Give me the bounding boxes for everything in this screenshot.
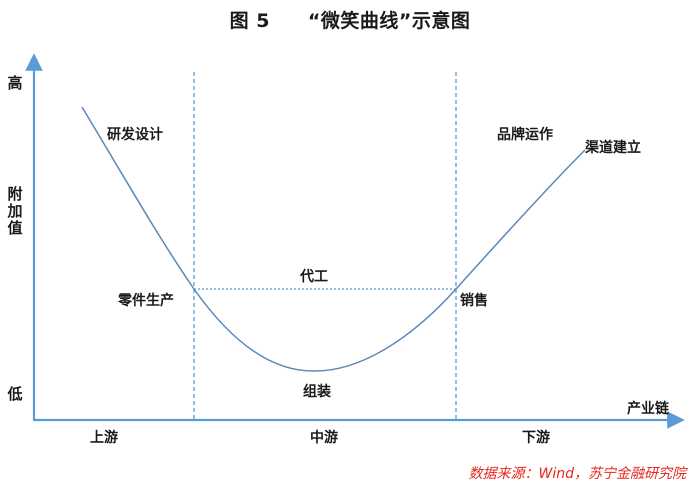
- x-segment-upstream: 上游: [90, 430, 118, 446]
- figure-title-text: “微笑曲线”示意图: [307, 10, 471, 32]
- smile-curve: [81, 106, 586, 372]
- x-segment-downstream: 下游: [522, 430, 550, 446]
- figure-number: 图 5: [229, 10, 270, 32]
- stage-sales: 销售: [460, 293, 488, 309]
- y-high-label: 高: [7, 74, 23, 92]
- stage-channel: 渠道建立: [585, 140, 641, 156]
- figure-title: 图 5 “微笑曲线”示意图: [0, 6, 700, 33]
- stage-rd: 研发设计: [107, 127, 163, 143]
- stage-parts: 零件生产: [118, 293, 174, 309]
- y-low-label: 低: [7, 385, 23, 403]
- y-axis-label: 附加值: [7, 185, 23, 237]
- stage-assembly: 组装: [303, 384, 331, 400]
- x-segment-midstream: 中游: [310, 430, 338, 446]
- stage-oem: 代工: [300, 269, 328, 285]
- stage-brand: 品牌运作: [497, 127, 553, 143]
- source-note: 数据来源：Wind，苏宁金融研究院: [468, 466, 687, 482]
- x-axis-label: 产业链: [627, 401, 669, 417]
